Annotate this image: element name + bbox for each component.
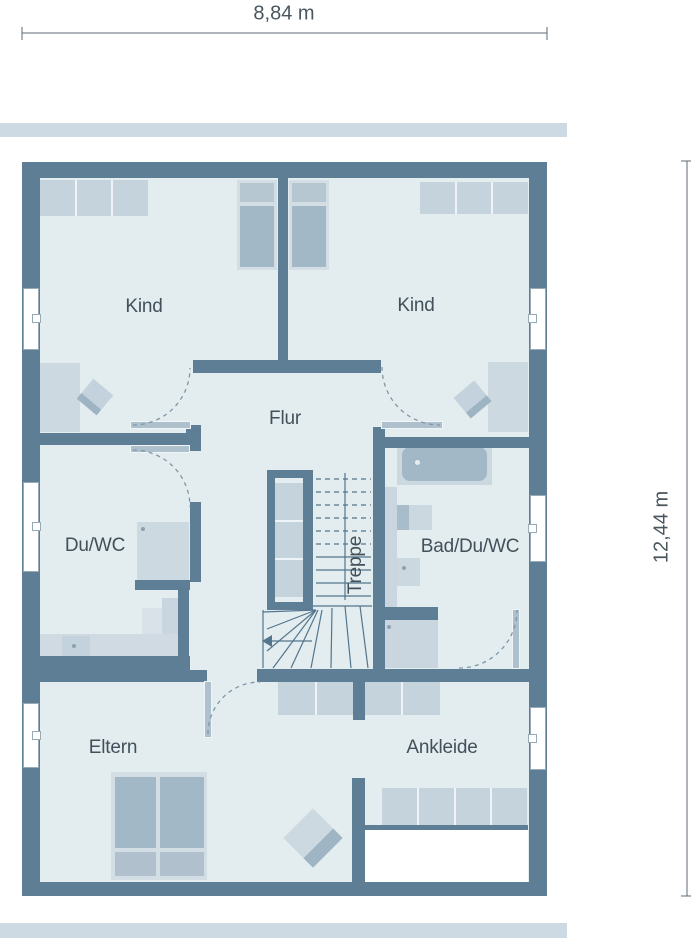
room-label-kind-right: Kind <box>397 295 435 316</box>
desk <box>40 363 80 432</box>
washbasin <box>397 505 409 530</box>
wall-mid-south <box>257 669 529 682</box>
bath-counter <box>385 487 397 607</box>
wardrobe <box>420 182 529 214</box>
mattress <box>292 206 326 267</box>
window <box>23 288 41 350</box>
window <box>23 482 41 572</box>
outer-wall-bottom <box>22 882 547 896</box>
wall-stairwell-top <box>267 470 313 478</box>
window-handle-icon <box>528 523 537 533</box>
wardrobe <box>40 180 149 216</box>
window <box>528 288 546 350</box>
wall-bath-west <box>373 427 385 670</box>
wall-laundry-stub <box>382 607 438 620</box>
washing-machine-knob-icon <box>387 625 391 629</box>
stair-shelf <box>275 483 303 598</box>
window-handle-icon <box>32 522 41 531</box>
shower <box>137 522 189 582</box>
toilet <box>62 636 90 656</box>
pillow <box>292 183 326 202</box>
bed <box>289 180 329 270</box>
shower-drain-icon <box>141 527 145 531</box>
wall-flur-north <box>193 360 381 373</box>
washing-machine <box>382 620 438 668</box>
window-handle-icon <box>528 733 537 743</box>
outer-wall-top <box>22 162 547 178</box>
wall-ankleide-stub-lower <box>352 778 365 884</box>
toilet <box>397 558 420 586</box>
pillow <box>160 852 204 876</box>
window <box>23 703 41 768</box>
toilet-drain-icon <box>72 644 76 648</box>
room-label-eltern: Eltern <box>88 737 138 758</box>
window <box>528 707 546 770</box>
top-eaves-bar <box>0 123 567 137</box>
wall-stairwell-bottom <box>267 602 313 610</box>
wall-kids-divider <box>278 178 288 360</box>
window-handle-icon <box>32 314 41 323</box>
toilet-drain-icon <box>402 566 406 570</box>
door-leaf <box>512 609 520 669</box>
wall-duwc-east-lower <box>178 590 189 670</box>
room-label-du-wc: Du/WC <box>64 535 126 556</box>
window-handle-icon <box>528 314 537 323</box>
dimension-line-height <box>681 160 691 897</box>
wall-door-cap <box>186 425 201 451</box>
closet-row <box>382 788 527 825</box>
mattress <box>115 777 156 848</box>
bench <box>40 634 178 656</box>
window-handle-icon <box>32 730 41 740</box>
wall-duwc-south <box>40 656 190 670</box>
vanity-counter <box>162 598 178 634</box>
wall-stairwell-inner <box>303 470 313 610</box>
door-leaf <box>204 681 212 738</box>
wall-stairwell-left <box>267 470 275 610</box>
wall-duwc-east-upper <box>190 502 201 582</box>
bed <box>237 180 277 270</box>
room-label-treppe: Treppe <box>345 535 366 595</box>
room-label-ankleide: Ankleide <box>406 737 478 758</box>
closet-row <box>278 681 353 715</box>
double-bed <box>111 772 207 880</box>
door-leaf <box>381 421 443 429</box>
wall-eltern-north <box>40 670 207 682</box>
bottom-eaves-bar <box>0 923 567 938</box>
door-leaf <box>130 421 191 429</box>
dimension-width-label: 8,84 m <box>253 2 315 25</box>
room-label-flur: Flur <box>269 408 301 429</box>
room-label-bad-du-wc: Bad/Du/WC <box>420 536 520 557</box>
wall-ankleide-stub-upper <box>353 681 365 720</box>
wall-bath-north <box>385 437 529 448</box>
door-leaf <box>130 445 190 453</box>
pillow <box>240 183 274 202</box>
mattress <box>160 777 204 848</box>
closet-row <box>363 681 440 715</box>
dimension-height-label: 12,44 m <box>650 490 673 564</box>
room-label-kind-left: Kind <box>125 296 163 317</box>
washbasin <box>142 608 162 634</box>
window <box>528 495 546 562</box>
mattress <box>240 206 274 267</box>
washbasin-counter <box>409 505 432 530</box>
void-area <box>365 830 528 882</box>
dimension-line-width <box>21 27 548 40</box>
wall-duwc-jog <box>135 580 190 590</box>
wall-void-top <box>365 825 528 830</box>
desk <box>488 362 528 432</box>
bathtub-drain-icon <box>415 460 420 465</box>
pillow <box>115 852 156 876</box>
wall-duwc-north <box>40 433 186 445</box>
